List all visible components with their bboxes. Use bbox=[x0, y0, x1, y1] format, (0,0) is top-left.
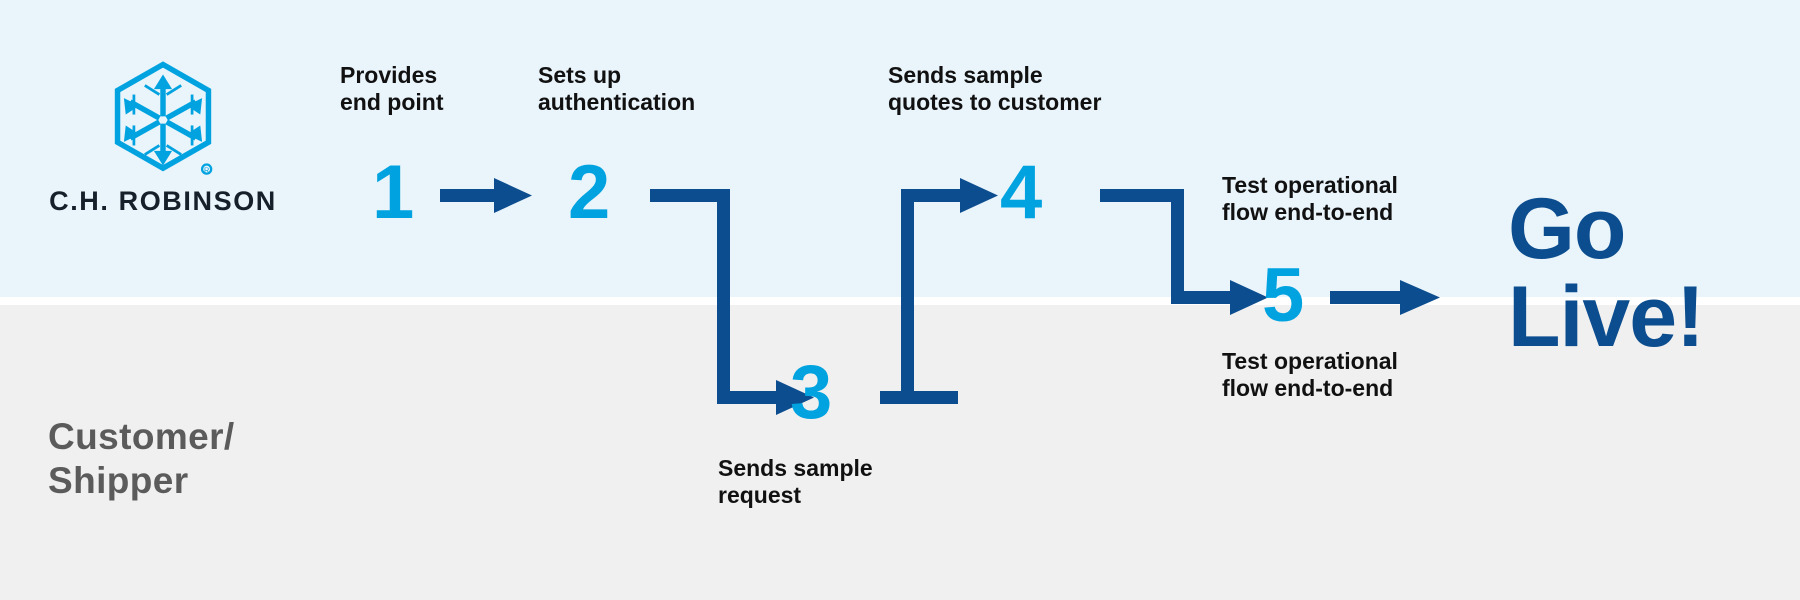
step-2-number: 2 bbox=[568, 150, 611, 235]
step-5-caption-top: Test operational flow end-to-end bbox=[1222, 172, 1398, 225]
brand-block: R C.H. ROBINSON bbox=[48, 60, 278, 217]
svg-text:R: R bbox=[204, 166, 209, 175]
step-5-number: 5 bbox=[1262, 253, 1305, 338]
step-1-caption: Provides end point bbox=[340, 62, 444, 115]
step-3-caption: Sends sample request bbox=[718, 455, 873, 508]
step-5-caption-bottom: Test operational flow end-to-end bbox=[1222, 348, 1398, 401]
step-2-caption: Sets up authentication bbox=[538, 62, 696, 115]
go-live-label: Go Live! bbox=[1508, 181, 1705, 365]
step-4-number: 4 bbox=[1000, 150, 1043, 235]
lane-band-customer bbox=[0, 305, 1800, 600]
step-3-number: 3 bbox=[790, 350, 833, 435]
brand-wordmark: C.H. ROBINSON bbox=[49, 186, 277, 216]
lane-band-provider bbox=[0, 0, 1800, 297]
ch-robinson-logo-icon: R bbox=[114, 61, 213, 175]
step-4-caption: Sends sample quotes to customer bbox=[888, 62, 1102, 115]
step-1-number: 1 bbox=[372, 150, 415, 235]
lane-label-customer: Customer/ Shipper bbox=[48, 416, 235, 501]
